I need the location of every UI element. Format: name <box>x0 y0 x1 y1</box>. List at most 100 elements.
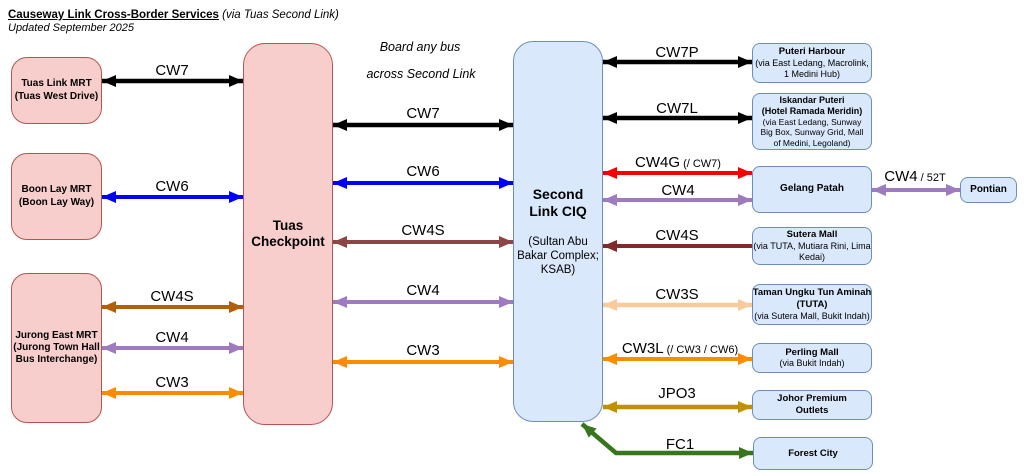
route-label-cw4s-mid: CW4S <box>401 222 444 240</box>
arrowhead <box>738 167 752 179</box>
node-title-line: Perling Mall <box>785 346 839 358</box>
diagram-title-line: Causeway Link Cross-Border Services (via… <box>8 8 339 22</box>
route-label-cw7p: CW7P <box>655 44 698 62</box>
diagram-title-suffix: (via Tuas Second Link) <box>218 9 339 21</box>
node-title-line: Jurong East MRT <box>15 329 98 341</box>
arrowhead <box>499 177 513 189</box>
node-subtitle-line: (via East Ledang, Macrolink, <box>755 57 869 68</box>
route-label-suffix: / 52T <box>917 172 946 184</box>
route-label-main: CW4G <box>635 154 681 171</box>
node-taman-ungku-tun-aminah: Taman Ungku Tun Aminah(TUTA)(via Sutera … <box>752 284 872 325</box>
node-iskandar-puteri: Iskandar Puteri(Hotel Ramada Meridin)(vi… <box>752 93 872 150</box>
route-label-main: FC1 <box>665 436 695 453</box>
arrow-cw6-left <box>102 191 243 203</box>
arrow-cw3-mid <box>333 356 513 368</box>
node-subtitle-line: (Sultan Abu <box>528 235 588 248</box>
route-label-cw4-mid: CW4 <box>406 282 439 300</box>
arrowhead <box>333 119 347 131</box>
arrow-cw4s-mid <box>333 236 513 248</box>
arrow-cw4-52t <box>872 184 960 196</box>
arrowhead <box>603 353 617 365</box>
arrow-cw4-mid <box>333 296 513 308</box>
arrowhead <box>739 447 753 459</box>
arrowhead <box>946 184 960 196</box>
diagram-header: Causeway Link Cross-Border Services (via… <box>8 8 339 36</box>
node-subtitle-line: Bakar Complex; <box>517 249 599 262</box>
route-label-cw4g: CW4G (/ CW7) <box>635 154 721 172</box>
node-tuas-link-mrt: Tuas Link MRT(Tuas West Drive) <box>11 57 102 124</box>
board-note-line2: across Second Link <box>366 67 476 81</box>
arrowhead <box>603 112 617 124</box>
arrowhead <box>603 299 617 311</box>
node-sutera-mall: Sutera Mall(via TUTA, Mutiara Rini, Lima… <box>752 227 872 265</box>
updated-date: Updated September 2025 <box>8 22 134 35</box>
node-subtitle-line: (via East Ledang, Sunway <box>762 116 862 127</box>
arrow-line <box>580 422 753 456</box>
arrow-cw4-gelang-patah <box>603 194 752 206</box>
arrowhead <box>102 75 116 87</box>
route-label-cw4-gelang-patah: CW4 <box>661 182 694 200</box>
arrowhead <box>229 301 243 313</box>
arrowhead <box>603 56 617 68</box>
route-label-main: CW4S <box>655 227 699 244</box>
arrow-cw4s-left <box>102 301 243 313</box>
node-subtitle-line: (via Sutera Mall, Bukit Indah) <box>754 310 870 321</box>
route-label-main: CW7L <box>656 100 698 117</box>
route-label-cw3l: CW3L (/ CW3 / CW6) <box>622 340 738 358</box>
arrowhead <box>102 191 116 203</box>
route-label-main: CW7P <box>655 44 699 61</box>
node-title-line: Outlets <box>795 405 829 416</box>
arrowhead <box>499 119 513 131</box>
node-title-line: Boon Lay MRT <box>21 184 92 196</box>
route-label-cw6-left: CW6 <box>155 178 188 196</box>
node-title-line: Bus Interchange) <box>15 354 98 366</box>
arrowhead <box>499 236 513 248</box>
arrowhead <box>738 112 752 124</box>
node-forest-city: Forest City <box>753 437 873 470</box>
route-label-main: CW7 <box>155 62 189 79</box>
arrowhead <box>102 387 116 399</box>
node-title-line: (Boon Lay Way) <box>18 196 95 208</box>
node-subtitle-line: KSAB) <box>540 263 576 276</box>
arrowhead <box>229 191 243 203</box>
node-title-line: Second <box>532 186 584 203</box>
route-label-cw7l: CW7L <box>656 100 698 118</box>
route-label-cw4-left: CW4 <box>155 329 188 347</box>
route-label-main: CW7 <box>406 105 440 122</box>
node-subtitle-line: (via Bukit Indah) <box>779 358 845 369</box>
node-title-line: Pontian <box>970 183 1007 195</box>
route-label-main: JPO3 <box>658 385 696 402</box>
node-title-line: (Jurong Town Hall <box>13 341 100 353</box>
arrowhead <box>603 167 617 179</box>
arrow-cw3l <box>603 353 752 365</box>
arrowhead <box>499 296 513 308</box>
node-puteri-harbour: Puteri Harbour(via East Ledang, Macrolin… <box>752 43 872 83</box>
route-label-main: CW4S <box>150 288 194 305</box>
arrow-fc1 <box>580 422 753 459</box>
arrowhead <box>333 177 347 189</box>
route-label-fc1: FC1 <box>666 436 694 454</box>
node-title-line: Forest City <box>788 447 838 459</box>
route-label-cw4s-right: CW4S <box>655 227 698 245</box>
node-title-line: Link CIQ <box>529 203 587 220</box>
route-label-cw4s-left: CW4S <box>150 288 193 306</box>
route-label-main: CW6 <box>406 163 440 180</box>
route-label-cw3-left: CW3 <box>155 374 188 392</box>
route-label-main: CW6 <box>155 178 189 195</box>
node-subtitle-line: Big Box, Sunway Grid, Mall <box>760 127 864 138</box>
route-label-cw6-mid: CW6 <box>406 163 439 181</box>
route-label-suffix: (/ CW3 / CW6) <box>663 344 739 356</box>
node-boon-lay-mrt: Boon Lay MRT(Boon Lay Way) <box>11 153 102 240</box>
route-label-suffix: (/ CW7) <box>680 158 721 170</box>
route-label-cw3s: CW3S <box>655 286 698 304</box>
arrowhead <box>582 424 597 438</box>
arrowhead <box>499 356 513 368</box>
node-title-line: Tuas <box>272 217 304 233</box>
arrowhead <box>333 296 347 308</box>
diagram-title: Causeway Link Cross-Border Services <box>8 9 219 21</box>
